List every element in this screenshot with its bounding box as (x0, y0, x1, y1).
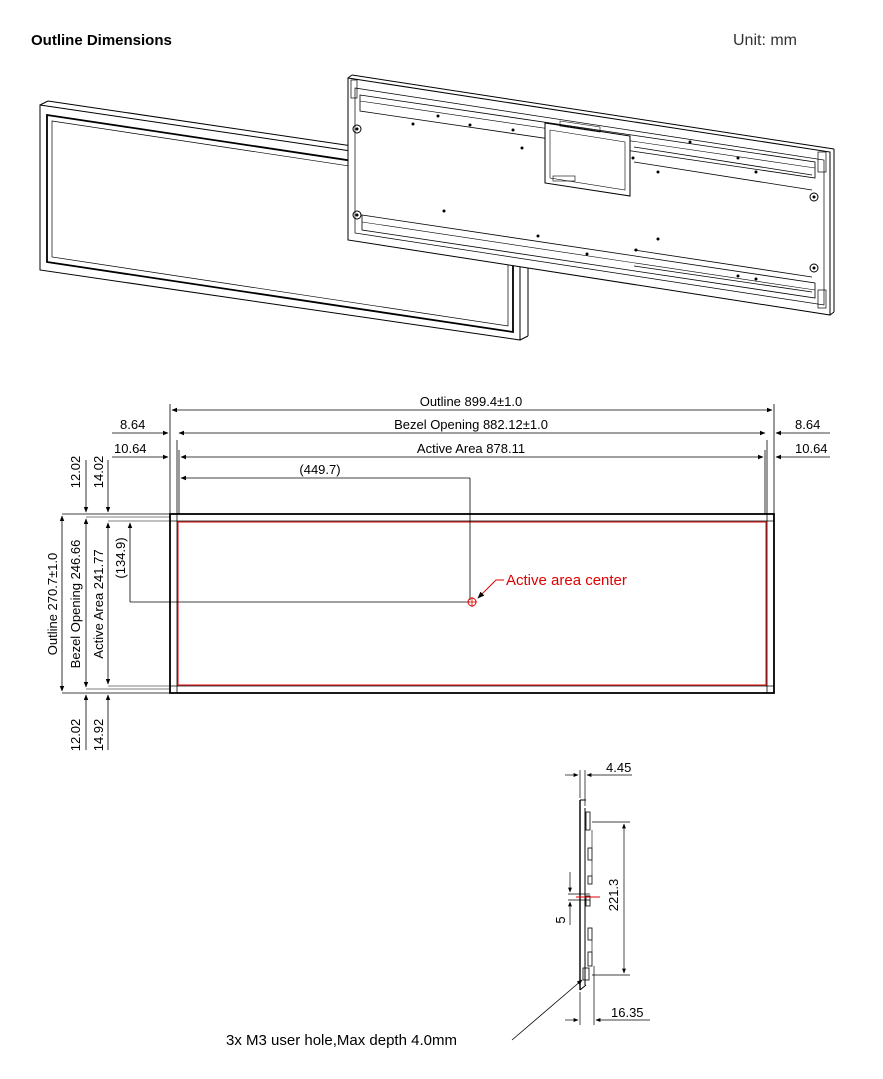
dim-outline-width: Outline 899.4±1.0 (420, 394, 523, 409)
side-view (511, 770, 650, 1041)
hole-note: 3x M3 user hole,Max depth 4.0mm (226, 1032, 457, 1049)
dim-bottom-active: 14.92 (91, 719, 106, 752)
dim-active-height: Active Area 241.77 (91, 549, 106, 658)
dim-outline-height: Outline 270.7±1.0 (45, 553, 60, 656)
dim-center-y: (134.9) (113, 537, 128, 578)
dim-bottom-bezel: 12.02 (68, 719, 83, 752)
front-view (62, 513, 775, 694)
iso-rear-panel (347, 74, 835, 316)
dim-left-active: 10.64 (114, 441, 147, 456)
active-center-marker (467, 579, 504, 607)
front-horizontal-dimensions (112, 404, 830, 600)
active-center-label: Active area center (506, 572, 627, 589)
dim-top-active: 14.02 (91, 456, 106, 489)
dim-side-offset: 5 (553, 916, 568, 923)
dim-side-depth: 16.35 (611, 1005, 644, 1020)
dim-center-x: (449.7) (299, 462, 340, 477)
dim-right-active: 10.64 (795, 441, 828, 456)
dim-right-bezel: 8.64 (795, 417, 820, 432)
dim-left-bezel: 8.64 (120, 417, 145, 432)
dim-side-thickness: 4.45 (606, 760, 631, 775)
dim-active-width: Active Area 878.11 (417, 441, 525, 456)
dim-top-bezel: 12.02 (68, 456, 83, 489)
dim-bezel-height: Bezel Opening 246.66 (68, 540, 83, 669)
iso-rear-screws (352, 114, 819, 281)
dim-side-height: 221.3 (606, 879, 621, 912)
dim-bezel-width: Bezel Opening 882.12±1.0 (394, 417, 548, 432)
unit-label: Unit: mm (733, 32, 797, 49)
active-area-outline (177, 521, 767, 686)
page-title: Outline Dimensions (31, 32, 172, 49)
front-vertical-dimensions (59, 460, 470, 750)
